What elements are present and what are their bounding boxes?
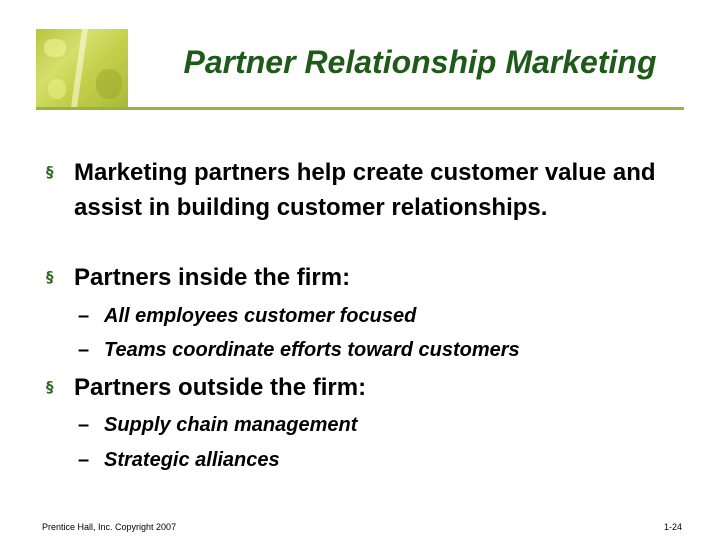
sub-item-text: Teams coordinate efforts toward customer… bbox=[104, 339, 520, 361]
bullet-item-1: § Marketing partners help create custome… bbox=[46, 155, 666, 225]
footer-page-number: 1-24 bbox=[663, 522, 682, 532]
sub-item-text: Strategic alliances bbox=[104, 449, 280, 471]
dash-marker: – bbox=[78, 305, 90, 327]
dash-marker: – bbox=[78, 339, 90, 361]
bullet-item-2: § Partners inside the firm: bbox=[46, 260, 666, 295]
sub-item: –Strategic alliances bbox=[78, 443, 678, 477]
dash-marker: – bbox=[78, 414, 90, 436]
bullet-item-3: § Partners outside the firm: bbox=[46, 370, 666, 405]
dash-marker: – bbox=[78, 449, 90, 471]
decorative-corner-image bbox=[36, 29, 128, 108]
bullet-marker-icon: § bbox=[46, 163, 54, 181]
bullet-text: Partners outside the firm: bbox=[74, 374, 367, 401]
slide-title: Partner Relationship Marketing bbox=[183, 44, 657, 80]
sub-item: –All employees customer focused bbox=[78, 299, 678, 333]
bullet-text: Marketing partners help create customer … bbox=[74, 159, 656, 221]
sub-item: –Supply chain management bbox=[78, 408, 678, 442]
bullet-marker-icon: § bbox=[46, 268, 54, 286]
sub-item-text: All employees customer focused bbox=[104, 305, 417, 327]
sub-item: –Teams coordinate efforts toward custome… bbox=[78, 333, 678, 367]
footer-copyright: Prentice Hall, Inc. Copyright 2007 bbox=[42, 522, 177, 532]
bullet-marker-icon: § bbox=[46, 378, 54, 396]
title-divider bbox=[36, 107, 684, 110]
sub-item-text: Supply chain management bbox=[104, 414, 358, 436]
bullet-text: Partners inside the firm: bbox=[74, 264, 351, 291]
